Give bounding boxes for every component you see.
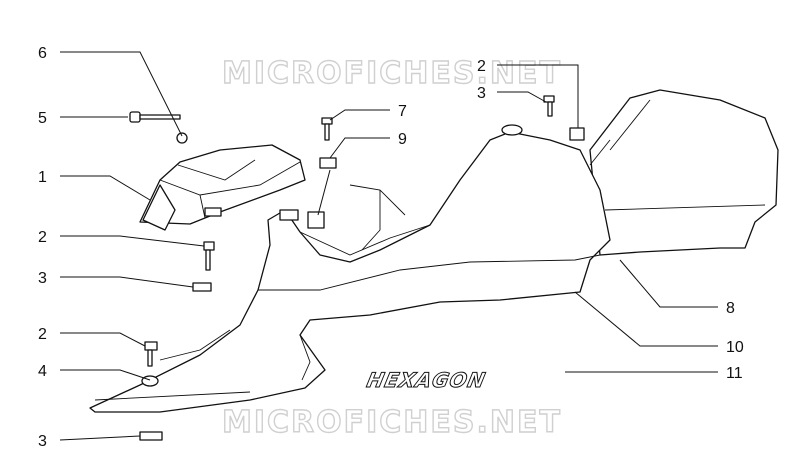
callout-3b: 3 [38,433,47,450]
part-main-body [89,124,611,413]
part-screws-clips [129,95,585,441]
callout-numbers: 6 5 1 2 3 2 4 3 7 9 2 3 8 10 11 [38,45,744,450]
callout-2b: 2 [38,326,47,343]
callout-3c: 3 [477,85,486,102]
callout-8: 8 [726,300,735,317]
svg-text:HEXAGON: HEXAGON [365,368,488,392]
callout-3: 3 [38,270,47,287]
callout-5: 5 [38,110,47,127]
part-rear-panel [589,89,779,256]
callout-6: 6 [38,45,47,62]
watermark-bottom: MICROFICHES.NET [222,405,562,440]
callout-4: 4 [38,363,47,380]
callout-2: 2 [38,229,47,246]
part-tray [139,144,306,231]
callout-11: 11 [726,365,743,382]
callout-7: 7 [398,103,407,120]
callout-9: 9 [398,131,407,148]
watermark-top: MICROFICHES.NET [222,56,562,91]
hexagon-logo: HEXAGON [364,368,488,393]
leader-lines [59,51,718,441]
callout-10: 10 [726,339,744,356]
callout-1: 1 [38,169,47,186]
callout-2c: 2 [477,58,486,75]
